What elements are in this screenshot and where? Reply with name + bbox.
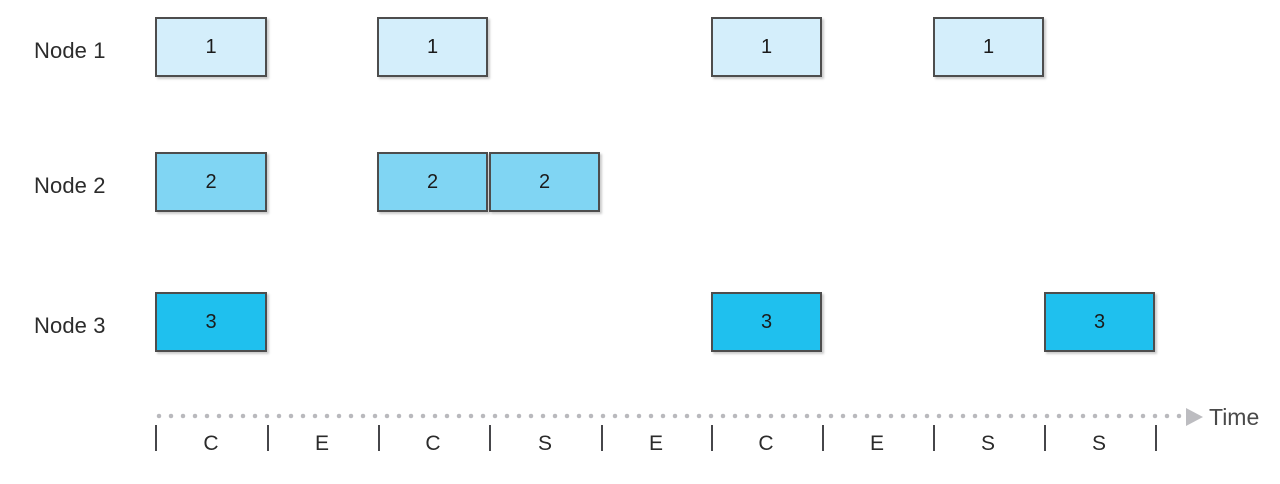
time-axis-line xyxy=(153,413,1186,419)
task-box: 2 xyxy=(155,152,267,212)
task-box: 1 xyxy=(711,17,822,77)
task-box: 1 xyxy=(933,17,1044,77)
axis-tick xyxy=(1044,425,1046,451)
axis-tick-label: E xyxy=(314,432,329,455)
row-label-node-2: Node 2 xyxy=(34,173,106,198)
time-axis-label: Time xyxy=(1209,404,1260,430)
axis-tick xyxy=(489,425,491,451)
axis-tick-label: C xyxy=(758,432,774,455)
axis-tick xyxy=(155,425,157,451)
axis-tick-label: S xyxy=(980,432,995,455)
task-box: 1 xyxy=(377,17,488,77)
axis-tick-label: C xyxy=(203,432,219,455)
task-box: 3 xyxy=(1044,292,1155,352)
axis-tick xyxy=(933,425,935,451)
axis-tick-label: S xyxy=(537,432,552,455)
axis-tick xyxy=(267,425,269,451)
axis-tick xyxy=(601,425,603,451)
task-box: 2 xyxy=(377,152,488,212)
axis-tick xyxy=(711,425,713,451)
axis-tick-label: E xyxy=(869,432,884,455)
axis-tick xyxy=(378,425,380,451)
row-label-node-1: Node 1 xyxy=(34,38,106,63)
axis-tick xyxy=(822,425,824,451)
axis-tick-label: C xyxy=(425,432,441,455)
task-box: 3 xyxy=(155,292,267,352)
axis-tick xyxy=(1155,425,1157,451)
task-box: 3 xyxy=(711,292,822,352)
axis-tick-label: S xyxy=(1091,432,1106,455)
task-box: 2 xyxy=(489,152,600,212)
axis-tick-label: E xyxy=(648,432,663,455)
task-box: 1 xyxy=(155,17,267,77)
time-axis-arrow-icon xyxy=(1186,408,1203,426)
row-label-node-3: Node 3 xyxy=(34,313,106,338)
